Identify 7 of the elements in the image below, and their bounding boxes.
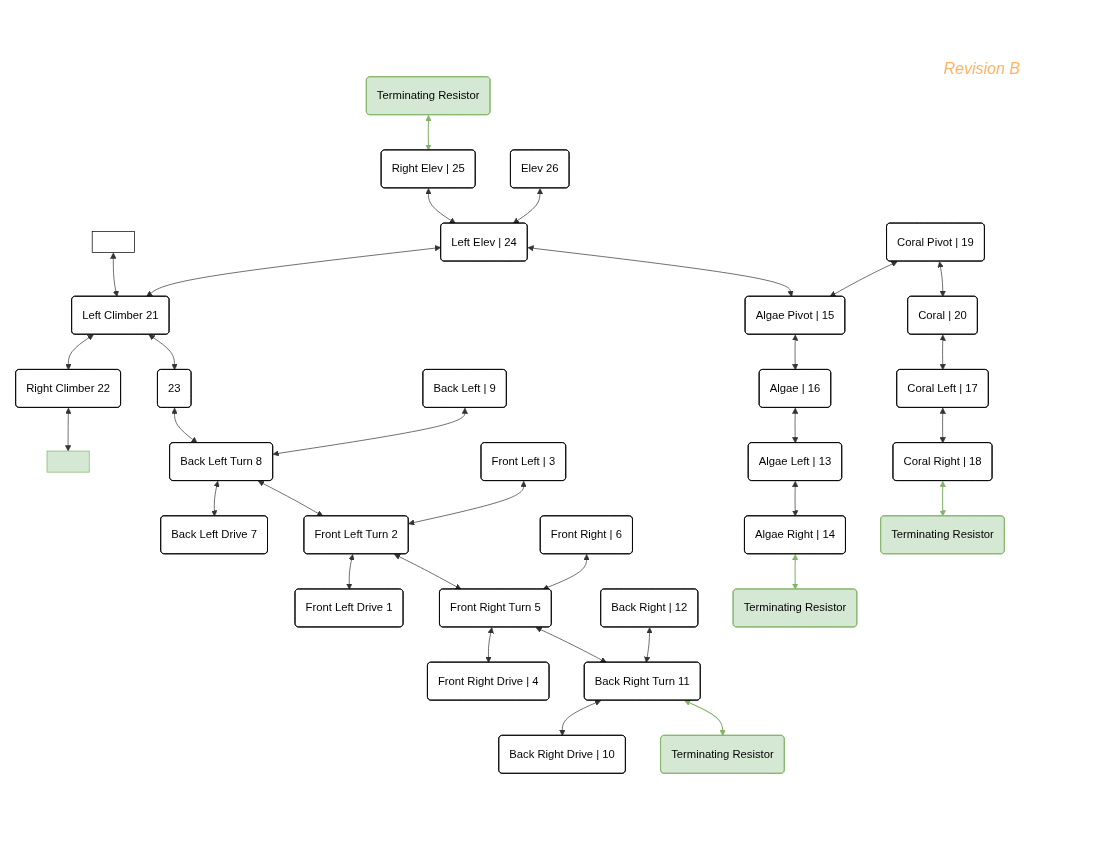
node-box [91,231,135,253]
arrow [792,554,799,590]
revision-note: Revision B [943,60,1020,78]
arrow [425,115,432,151]
arrow [939,480,946,517]
arrow [684,700,726,736]
node-box [46,450,90,473]
